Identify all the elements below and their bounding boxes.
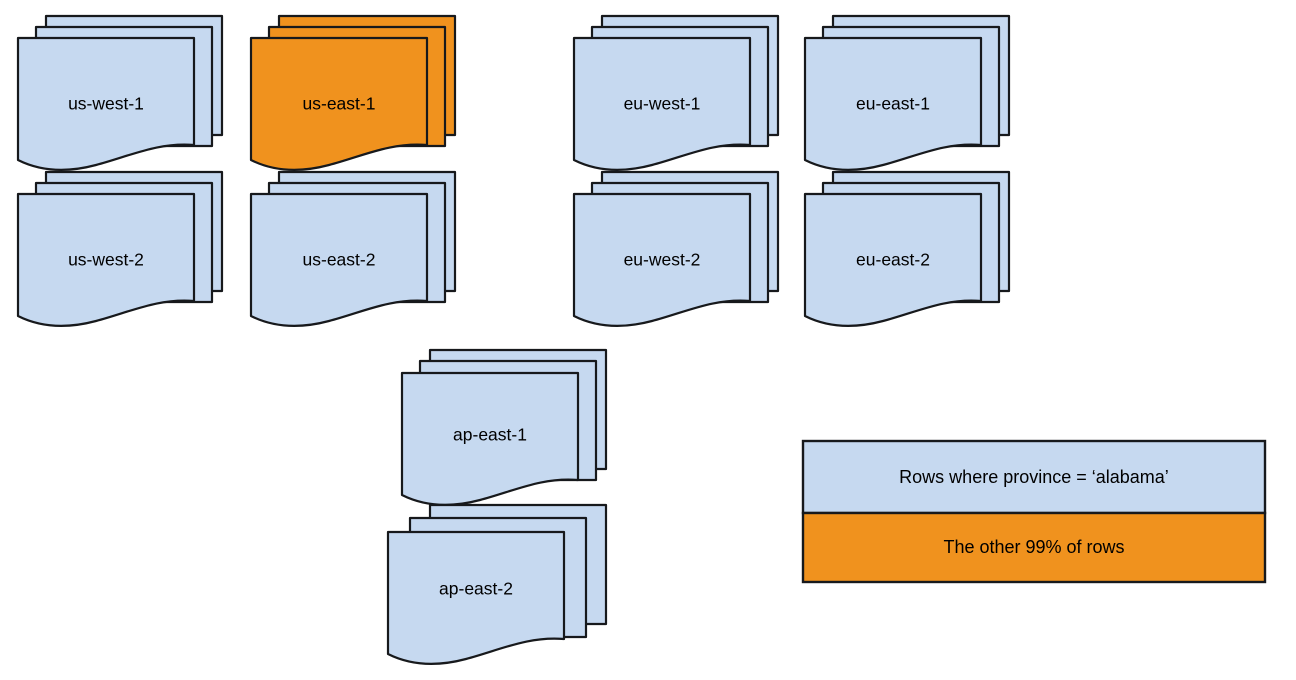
region-label: us-west-2 — [68, 250, 144, 270]
region-stack-us-west-1[interactable]: us-west-1 — [16, 14, 224, 171]
region-label: ap-east-2 — [439, 579, 513, 599]
region-stack-us-west-2[interactable]: us-west-2 — [16, 170, 224, 327]
legend-row-other: The other 99% of rows — [801, 511, 1267, 584]
region-stack-eu-west-2[interactable]: eu-west-2 — [572, 170, 780, 327]
region-stack-ap-east-2[interactable]: ap-east-2 — [386, 503, 608, 665]
region-stack-us-east-2[interactable]: us-east-2 — [249, 170, 457, 327]
region-label: ap-east-1 — [453, 425, 527, 445]
legend-swatch-other — [801, 511, 1267, 584]
region-stack-ap-east-1[interactable]: ap-east-1 — [400, 348, 608, 506]
region-stack-eu-west-1[interactable]: eu-west-1 — [572, 14, 780, 171]
region-label: us-east-2 — [303, 250, 376, 270]
legend-label-alabama: Rows where province = ‘alabama’ — [899, 467, 1169, 487]
region-stack-eu-east-2[interactable]: eu-east-2 — [803, 170, 1011, 327]
legend: Rows where province = ‘alabama’ The othe… — [801, 439, 1267, 584]
region-label: us-west-1 — [68, 94, 144, 114]
region-label: eu-east-2 — [856, 250, 930, 270]
region-stack-us-east-1[interactable]: us-east-1 — [249, 14, 457, 171]
region-label: us-east-1 — [303, 94, 376, 114]
region-stack-eu-east-1[interactable]: eu-east-1 — [803, 14, 1011, 171]
legend-swatch-alabama — [801, 439, 1267, 515]
legend-label-other: The other 99% of rows — [943, 537, 1124, 557]
region-label: eu-west-2 — [624, 250, 701, 270]
legend-row-alabama: Rows where province = ‘alabama’ — [801, 439, 1267, 515]
region-label: eu-west-1 — [624, 94, 701, 114]
region-label: eu-east-1 — [856, 94, 930, 114]
